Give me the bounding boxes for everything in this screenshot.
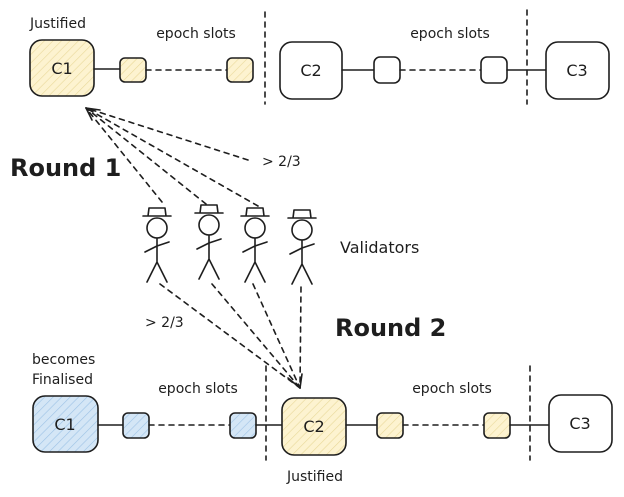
round2-label: Round 2 xyxy=(335,314,446,342)
round2-epoch-slots-a: epoch slots xyxy=(158,381,238,397)
round2-slot-4[interactable] xyxy=(483,412,511,439)
vote-arrow xyxy=(85,107,207,205)
validators-label: Validators xyxy=(340,238,419,257)
round1-epoch-slots-b: epoch slots xyxy=(410,26,490,42)
validator-icon[interactable] xyxy=(194,204,224,280)
round1-checkpoint-c3[interactable] xyxy=(545,41,610,100)
round2-c2-label: C2 xyxy=(303,417,324,436)
arrowhead-icon xyxy=(287,373,303,389)
round2-c3-label: C3 xyxy=(569,414,590,433)
vote-arrow xyxy=(85,107,259,207)
round2-checkpoint-c3[interactable] xyxy=(548,394,613,453)
round2-c1-label: C1 xyxy=(54,415,75,434)
round1-epoch-slots-a: epoch slots xyxy=(156,26,236,42)
hat-icon xyxy=(240,207,270,217)
round1-slot-4[interactable] xyxy=(480,56,508,84)
hat-icon xyxy=(142,207,172,217)
vote-arrow xyxy=(299,286,302,389)
round1-slot-2[interactable] xyxy=(226,57,254,83)
validators-group xyxy=(142,204,317,285)
round2-slot-1[interactable] xyxy=(122,412,150,439)
round2-c1-status-line2: Finalised xyxy=(32,372,93,388)
round2-vote-arrows xyxy=(159,283,303,389)
hat-icon xyxy=(194,204,224,214)
validator-icon[interactable] xyxy=(142,207,172,283)
hat-icon xyxy=(287,209,317,219)
round2-epoch-slots-b: epoch slots xyxy=(412,381,492,397)
round2-vote-threshold: > 2/3 xyxy=(145,315,184,331)
round1-slot-1[interactable] xyxy=(119,57,147,83)
round1-vote-arrows xyxy=(85,107,259,207)
round1-label: Round 1 xyxy=(10,154,121,182)
vote-arrow xyxy=(85,107,249,161)
round1-slot-3[interactable] xyxy=(373,56,401,84)
round1-vote-threshold: > 2/3 xyxy=(262,154,301,170)
vote-arrow xyxy=(85,107,163,203)
round1-c2-label: C2 xyxy=(300,61,321,80)
round1-c3-label: C3 xyxy=(566,61,587,80)
round2-c1-status-line1: becomes xyxy=(32,352,95,368)
vote-arrow xyxy=(252,283,301,389)
round2-checkpoint-c2[interactable] xyxy=(281,397,347,456)
vote-arrow xyxy=(211,283,301,389)
arrowhead-icon xyxy=(85,107,101,121)
round2-c2-status: Justified xyxy=(286,469,343,485)
validator-icon[interactable] xyxy=(287,209,317,285)
round2-slot-3[interactable] xyxy=(376,412,404,439)
round1-c1-status: Justified xyxy=(29,16,86,32)
validator-icon[interactable] xyxy=(240,207,270,283)
vote-arrow xyxy=(159,283,301,389)
round1-c1-label: C1 xyxy=(51,59,72,78)
round2-checkpoint-c1[interactable] xyxy=(32,395,99,453)
round1-checkpoint-c1[interactable] xyxy=(29,39,95,97)
round2-slot-2[interactable] xyxy=(229,412,257,439)
